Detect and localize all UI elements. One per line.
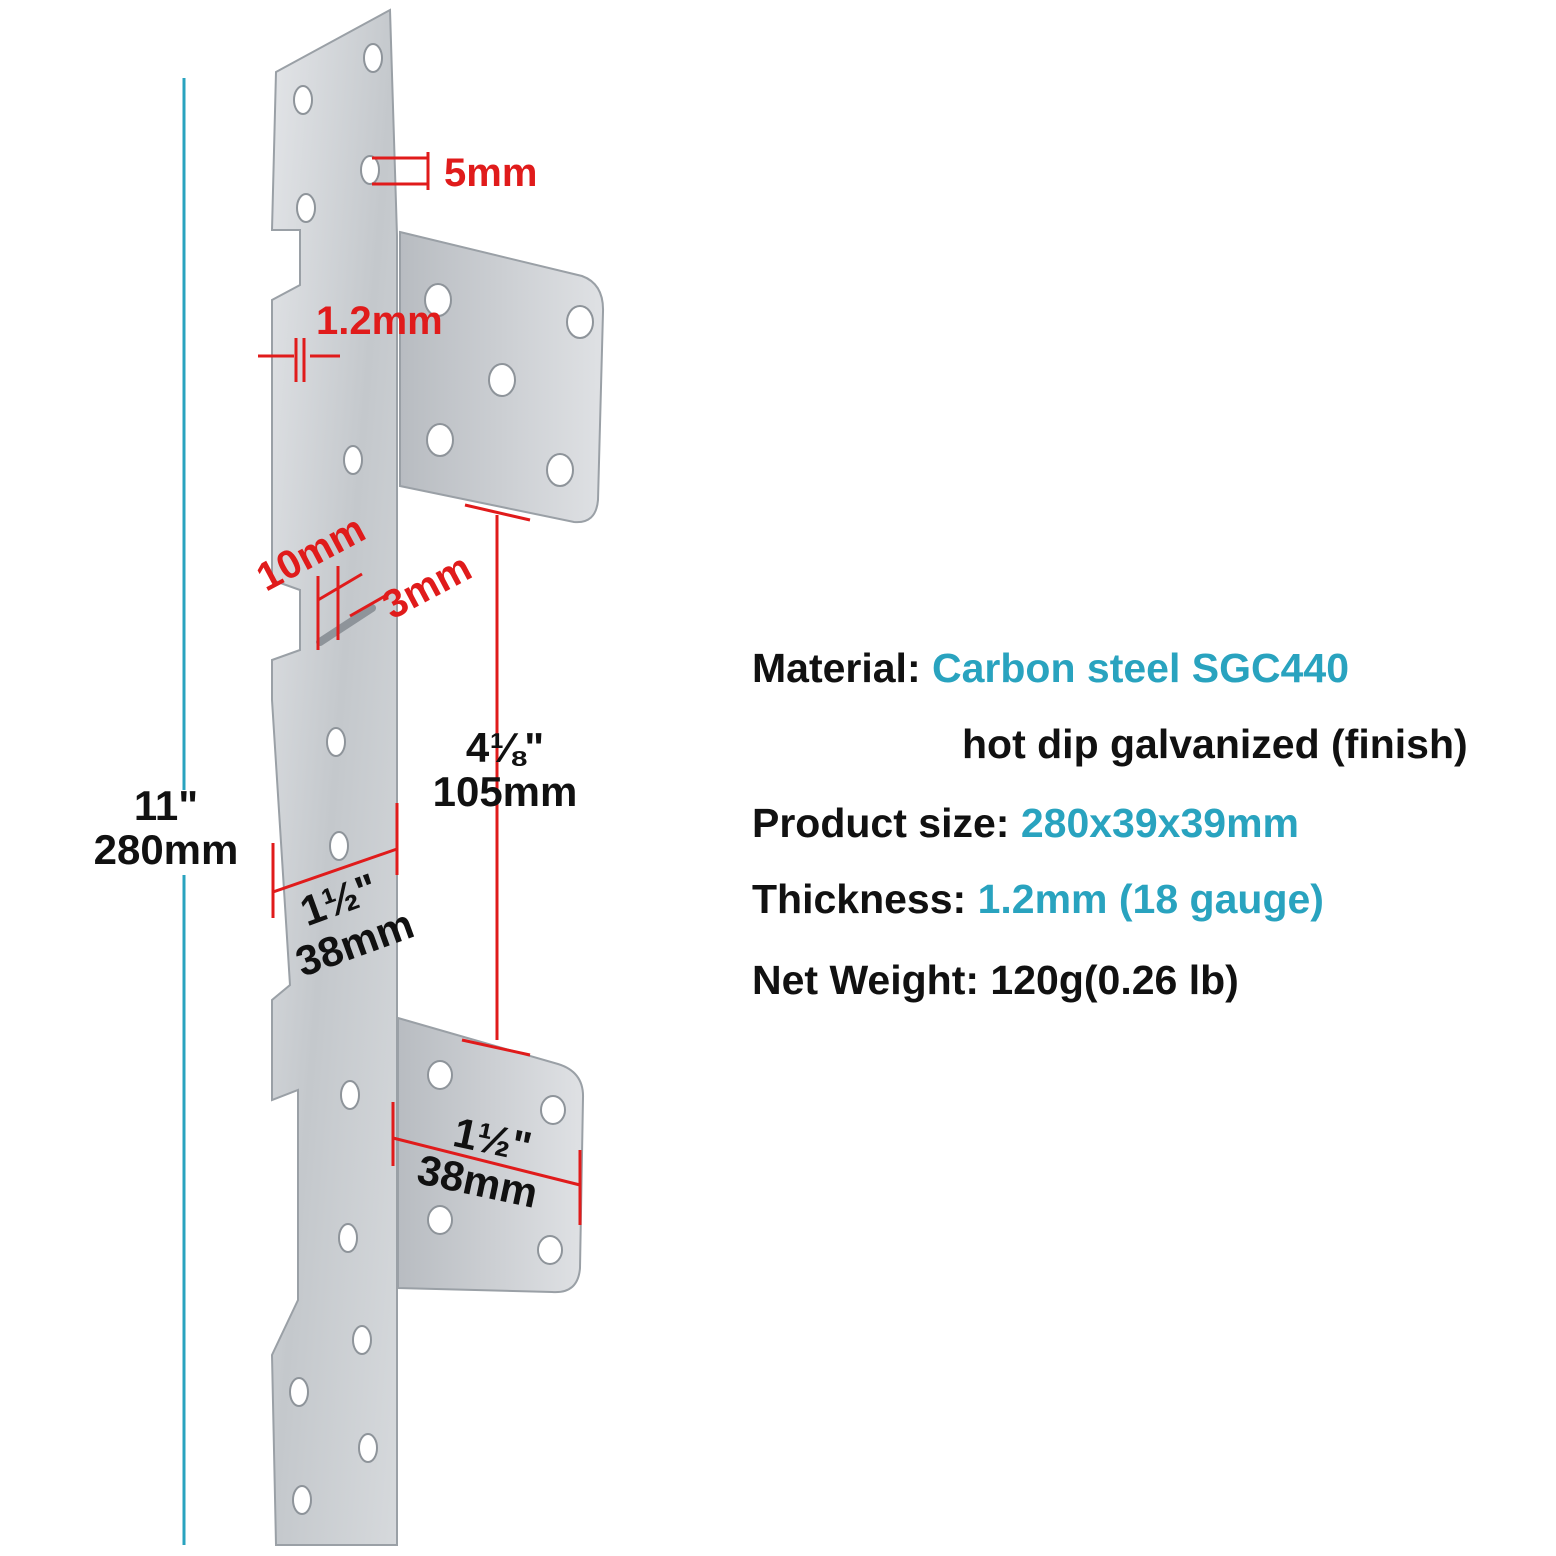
- holes: [289, 43, 594, 1515]
- size-row: Product size: 280x39x39mm: [752, 800, 1299, 847]
- weight-value: 120g(0.26 lb): [990, 957, 1239, 1003]
- flange-spacing-in-label: 4⅛": [466, 724, 544, 771]
- material-label: Material:: [752, 645, 921, 691]
- total-height-in-label: 11": [134, 782, 198, 829]
- main-plate: [270, 8, 398, 1546]
- finish-value: hot dip galvanized (finish): [962, 721, 1468, 767]
- thickness-label: Thickness:: [752, 876, 967, 922]
- flange-spacing-mm-label: 105mm: [433, 768, 578, 815]
- hole-diameter-label: 5mm: [444, 151, 537, 195]
- dimension-marks: [258, 152, 582, 1225]
- material-value: Carbon steel SGC440: [932, 645, 1350, 691]
- size-label: Product size:: [752, 800, 1010, 846]
- weight-row: Net Weight: 120g(0.26 lb): [752, 957, 1239, 1004]
- thickness-row: Thickness: 1.2mm (18 gauge): [752, 876, 1324, 923]
- thickness-value: 1.2mm (18 gauge): [977, 876, 1324, 922]
- material-row: Material: Carbon steel SGC440: [752, 645, 1349, 692]
- total-height-mm-label: 280mm: [94, 826, 239, 873]
- weight-label: Net Weight:: [752, 957, 980, 1003]
- size-value: 280x39x39mm: [1020, 800, 1299, 846]
- thickness-dim-label: 1.2mm: [316, 299, 443, 343]
- finish-row: hot dip galvanized (finish): [962, 721, 1468, 768]
- slot: [316, 604, 376, 646]
